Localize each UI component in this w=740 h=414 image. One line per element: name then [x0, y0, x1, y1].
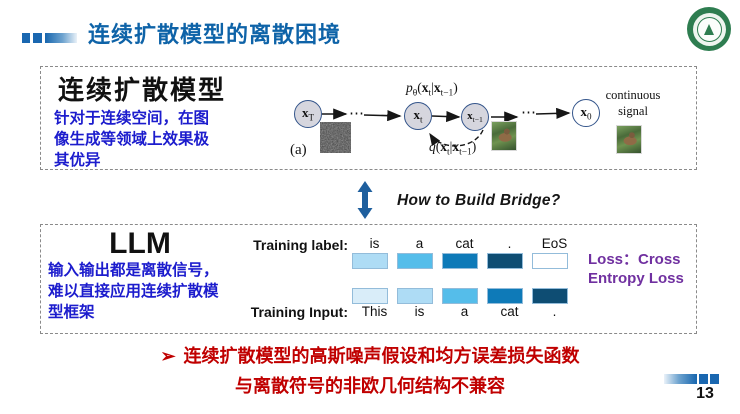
diffusion-box-description: 针对于连续空间，在图 像生成等领域上效果极 其优异 [54, 108, 209, 171]
token-label: EoS [541, 236, 568, 251]
embedding-box [352, 288, 388, 304]
description-line: 像生成等领域上效果极 [54, 131, 210, 148]
ellipsis-dots: ⋯ [349, 106, 364, 122]
description-line: 其优异 [54, 152, 101, 169]
token-label: a [415, 236, 424, 251]
embedding-box [397, 253, 433, 269]
bridge-question: How to Build Bridge? [397, 192, 561, 209]
token-label: . [552, 304, 557, 319]
node-xT: xT [294, 100, 322, 128]
deer-image-small [616, 125, 642, 154]
loss-line: Loss：Cross [588, 251, 681, 268]
conclusion-line-1: ➢ 连续扩散模型的高斯噪声假设和均方误差损失函数 [0, 342, 740, 368]
embedding-box [397, 288, 433, 304]
embedding-box [442, 253, 478, 269]
training-label-caption: Training label: [253, 237, 348, 253]
embedding-box [487, 288, 523, 304]
token-label: cat [500, 304, 519, 319]
loss-line: Entropy Loss [588, 270, 684, 287]
embedding-box [487, 253, 523, 269]
diffusion-box-heading: 连续扩散模型 [58, 75, 227, 105]
node-x0-label: x0 [580, 104, 592, 122]
node-xt-label: xt [413, 107, 423, 125]
description-line: 输入输出都是离散信号， [48, 262, 219, 279]
header-deco-bar [45, 33, 77, 43]
description-line: 型框架 [48, 304, 95, 321]
deer-image [491, 121, 517, 151]
training-input-caption: Training Input: [250, 304, 348, 320]
conclusion-text: 连续扩散模型的高斯噪声假设和均方误差损失函数 [183, 346, 580, 366]
university-logo-icon [687, 7, 731, 51]
header-deco-square-2 [33, 33, 42, 43]
panel-label: (a) [290, 142, 307, 158]
page-number: 13 [696, 385, 714, 402]
arrow-bullet-icon: ➢ [160, 346, 176, 366]
conclusion-line-2: 与离散符号的非欧几何结构不兼容 [0, 372, 740, 398]
token-label: a [460, 304, 469, 319]
llm-description: 输入输出都是离散信号， 难以直接应用连续扩散模 型框架 [48, 260, 219, 323]
footer-deco-square-1 [699, 374, 708, 384]
logo-emblem-icon [704, 23, 714, 35]
forward-prob-label: pθ(xt|xt−1) [406, 80, 458, 99]
node-xT-label: xT [301, 105, 315, 123]
node-xt-1-label: xt−1 [467, 109, 483, 125]
training-label-tokens: is a cat . EoS [352, 236, 577, 251]
caption-line: continuous [605, 88, 661, 102]
loss-annotation: Loss：Cross Entropy Loss [588, 250, 684, 288]
embedding-box [442, 288, 478, 304]
embedding-box [532, 253, 568, 269]
node-x0: x0 [572, 99, 600, 127]
bridge-double-arrow-icon [357, 181, 373, 219]
token-label: This [361, 304, 388, 319]
header-deco-square-1 [22, 33, 30, 43]
training-input-tokens: This is a cat . [352, 304, 577, 319]
token-label: cat [455, 236, 474, 251]
reverse-prob-label: q(xt|xt−1) [429, 139, 477, 158]
slide-title: 连续扩散模型的离散困境 [88, 22, 342, 47]
description-line: 针对于连续空间，在图 [54, 110, 210, 127]
ellipsis-dots: ⋯ [521, 105, 536, 121]
node-xt-1: xt−1 [461, 103, 489, 131]
noise-image [320, 122, 351, 153]
logo-core [696, 16, 722, 42]
footer-deco-square-2 [710, 374, 719, 384]
conclusion-text: 与离散符号的非欧几何结构不兼容 [235, 376, 505, 396]
caption-line: signal [618, 104, 648, 118]
node-xt: xt [404, 102, 432, 130]
embedding-box [532, 288, 568, 304]
training-input-embeddings [352, 288, 577, 304]
description-line: 难以直接应用连续扩散模 [48, 283, 219, 300]
training-label-embeddings [352, 253, 577, 269]
token-label: is [369, 236, 380, 251]
token-label: is [414, 304, 425, 319]
embedding-box [352, 253, 388, 269]
continuous-signal-caption: continuous signal [598, 87, 668, 119]
llm-box [40, 224, 697, 334]
token-label: . [507, 236, 512, 251]
logo-ring [692, 12, 726, 46]
footer-deco-bar [664, 374, 697, 384]
llm-heading: LLM [109, 227, 171, 260]
